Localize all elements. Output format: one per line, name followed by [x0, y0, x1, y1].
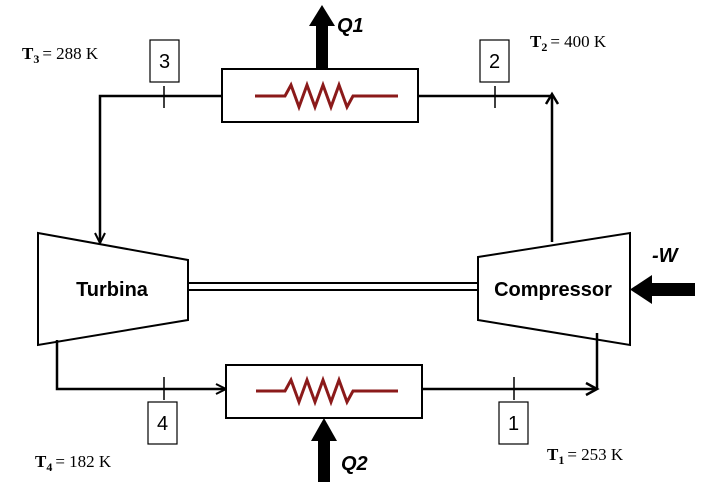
compressor-shape: [477, 231, 631, 347]
temp-value-2: = 400 K: [550, 32, 607, 51]
temp-value-3: = 288 K: [42, 44, 99, 63]
state-number-4: 4: [157, 413, 168, 435]
bottom-resistor: [256, 375, 398, 407]
work-in-arrow-icon: [630, 275, 695, 304]
temp-label-2: T2= 400 K: [530, 32, 607, 54]
pipe-top-right-arrowhead: [544, 91, 560, 105]
compressor-label: Compressor: [494, 279, 612, 301]
heat-out-arrow-icon: [309, 5, 335, 70]
temp-label-3: T3= 288 K: [22, 44, 99, 66]
temp-symbol-2: T: [530, 32, 542, 51]
state-box-2: [479, 39, 510, 83]
temp-symbol-3: T: [22, 44, 34, 63]
pipe-top-left: [100, 94, 222, 243]
state-number-1: 1: [508, 413, 519, 435]
heat-in-label: Q2: [341, 453, 368, 475]
temp-sub-2: 2: [541, 40, 547, 54]
state-number-2: 2: [489, 51, 500, 73]
state-box-4: [147, 401, 178, 445]
temp-value-1: = 253 K: [567, 445, 624, 464]
state-number-3: 3: [159, 51, 170, 73]
turbine-label: Turbina: [76, 279, 149, 301]
temp-label-4: T4= 182 K: [35, 452, 112, 474]
temp-label-1: T1= 253 K: [547, 445, 624, 467]
temp-sub-4: 4: [46, 460, 52, 474]
pipe-top-right: [418, 94, 554, 242]
temp-value-4: = 182 K: [55, 452, 112, 471]
top-resistor: [255, 80, 398, 112]
temp-symbol-4: T: [35, 452, 47, 471]
work-label: -W: [652, 245, 680, 267]
temp-symbol-1: T: [547, 445, 559, 464]
state-box-3: [149, 39, 180, 83]
pipe-bottom-left: [55, 340, 226, 389]
temp-sub-3: 3: [33, 52, 39, 66]
heat-in-arrow-icon: [311, 418, 337, 482]
turbine-shape: [37, 231, 189, 347]
heat-out-label: Q1: [337, 15, 364, 37]
state-box-1: [498, 401, 529, 445]
temp-sub-1: 1: [558, 453, 564, 467]
